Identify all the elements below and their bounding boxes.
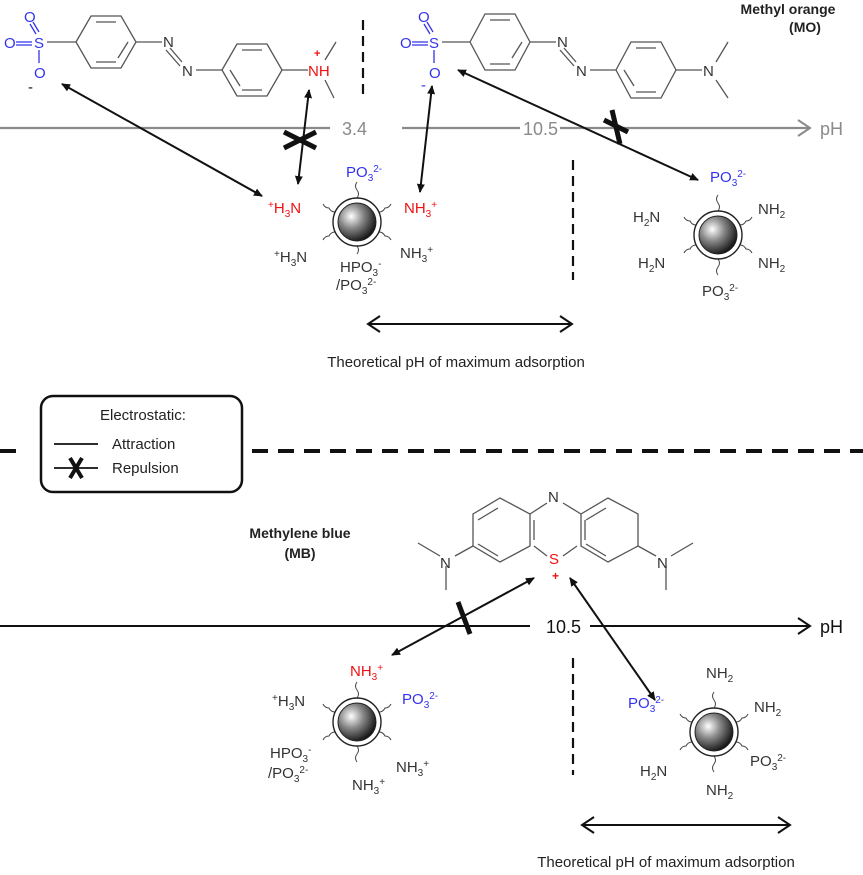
ligand-phosphonate: PO32- <box>702 283 738 303</box>
azo-n2: N <box>576 63 587 80</box>
azo-n1: N <box>557 34 568 51</box>
ligand-amine: NH2 <box>758 255 786 275</box>
dimethylamine-n: N <box>703 63 714 80</box>
legend-repulsion-cross-icon <box>68 456 84 480</box>
ligand-hydrogenphosphonate: HPO3- <box>340 259 381 279</box>
ligand-ammonium: NH3+ <box>400 245 433 265</box>
legend-item-repulsion: Repulsion <box>112 460 179 477</box>
max-adsorption-label: Theoretical pH of maximum adsorption <box>327 354 585 371</box>
dye-name-mo: Methyl orange <box>741 1 836 17</box>
ligand-phosphonate: PO32- <box>710 169 746 189</box>
azo-n1: N <box>163 34 174 51</box>
dye-abbrev-mb: (MB) <box>284 545 315 561</box>
dye-name-mb: Methylene blue <box>249 525 350 541</box>
nanoparticle-high-ph <box>679 691 749 773</box>
ph-axis-top: 3.4 10.5 pH <box>0 119 843 139</box>
sulfonate-charge: - <box>421 77 426 94</box>
ligand-amine: H2N <box>640 763 667 783</box>
nanoparticle-low-ph <box>322 181 392 255</box>
ring-sulfur: S <box>549 551 559 568</box>
dye-abbrev-mo: (MO) <box>789 19 821 35</box>
sulfonate-o-top: O <box>418 9 430 26</box>
nanoparticle-high-ph <box>683 194 753 276</box>
attraction-arrow <box>569 577 656 701</box>
repulsion-cross-icon <box>282 129 318 151</box>
dimethylamine-n-left: N <box>440 555 451 572</box>
ligand-ammonium: NH3+ <box>350 663 383 683</box>
ligand-amine: NH2 <box>706 665 734 685</box>
ligand-ammonium: +H3N <box>268 200 301 220</box>
sulfonate-o-bottom: O <box>34 65 46 82</box>
amine-charge: + <box>314 48 320 60</box>
ligand-phosphonate: /PO32- <box>336 277 376 297</box>
attraction-arrow <box>61 83 263 197</box>
sulfonate-s: S <box>429 35 439 52</box>
ligand-ammonium: +H3N <box>274 249 307 269</box>
sulfonate-charge: - <box>28 79 33 96</box>
repulsion-arrow <box>457 69 699 181</box>
sulfonate-o-left: O <box>400 35 412 52</box>
ligand-phosphonate: PO32- <box>346 164 382 184</box>
sulfonate-o-left: O <box>4 35 16 52</box>
sulfur-charge: + <box>552 569 559 583</box>
methylene-blue-molecule: N S + N N <box>417 489 694 590</box>
ligand-ammonium: NH3+ <box>404 200 437 220</box>
ligand-ammonium: NH3+ <box>352 777 385 797</box>
ligand-amine: NH2 <box>758 201 786 221</box>
sulfonate-o-top: O <box>24 9 36 26</box>
protonated-amine: NH <box>308 63 330 80</box>
legend-item-attraction: Attraction <box>112 436 175 453</box>
ph-tick-10-5: 10.5 <box>546 617 581 637</box>
sulfonate-o-bottom: O <box>429 65 441 82</box>
sulfonate-s: S <box>34 35 44 52</box>
ph-axis-bottom: 10.5 pH <box>0 617 843 637</box>
dimethylamine-n-right: N <box>657 555 668 572</box>
ph-tick-10-5: 10.5 <box>523 119 558 139</box>
repulsion-cross-icon <box>455 601 473 635</box>
ligand-hydrogenphosphonate: HPO3- <box>270 745 311 765</box>
ph-axis-label: pH <box>820 119 843 139</box>
ligand-phosphonate: PO32- <box>402 691 438 711</box>
legend: Electrostatic: Attraction Repulsion <box>39 394 244 494</box>
methyl-orange-deprotonated: O O S O - N N N <box>400 9 729 99</box>
legend-title: Electrostatic: <box>100 407 186 424</box>
ligand-phosphonate: PO32- <box>628 695 664 715</box>
ph-axis-label: pH <box>820 617 843 637</box>
ligand-phosphonate: PO32- <box>750 753 786 773</box>
repulsion-cross-icon-b <box>602 117 630 135</box>
ligand-amine: NH2 <box>706 782 734 802</box>
azo-n2: N <box>182 63 193 80</box>
ring-nitrogen: N <box>548 489 559 506</box>
attraction-arrow <box>416 85 436 193</box>
ligand-amine: H2N <box>633 209 660 229</box>
max-adsorption-label: Theoretical pH of maximum adsorption <box>537 854 795 871</box>
ligand-phosphonate: /PO32- <box>268 765 308 785</box>
methyl-orange-protonated: O O S O - N N NH + <box>4 9 337 99</box>
ligand-amine: NH2 <box>754 699 782 719</box>
ligand-ammonium: NH3+ <box>396 759 429 779</box>
bottom-panel: Methylene blue (MB) N S + N N 10.5 pH <box>0 489 843 871</box>
ligand-amine: H2N <box>638 255 665 275</box>
nanoparticle-low-ph <box>322 681 392 763</box>
top-panel: O O S O - N N NH + O O S O - <box>0 1 843 371</box>
ph-tick-3-4: 3.4 <box>342 119 367 139</box>
ligand-ammonium: +H3N <box>272 693 305 713</box>
